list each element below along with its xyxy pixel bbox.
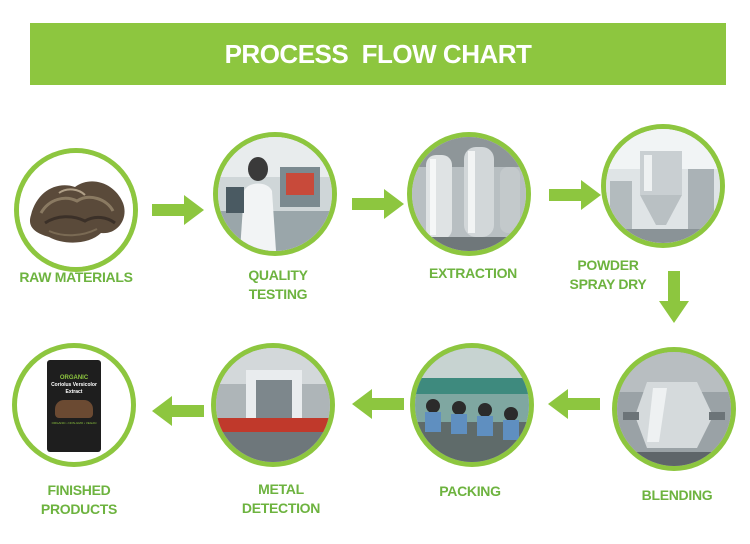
arrow-left-icon — [352, 389, 404, 419]
package-name-line-1: Coriolus Versicolor — [51, 382, 97, 388]
label-powder-spray-dry: POWDER SPRAY DRY — [569, 257, 647, 292]
step-extraction — [407, 132, 531, 256]
product-package: ORGANIC Coriolus Versicolor Extract ORGA… — [47, 360, 101, 452]
label-raw-materials: RAW MATERIALS — [19, 269, 133, 285]
package-mushroom-icon — [55, 400, 93, 418]
step-packing — [410, 343, 534, 467]
metal-detection-image — [216, 348, 330, 462]
extraction-image — [412, 137, 526, 251]
blending-image — [617, 352, 731, 466]
package-brand-line: ORGANIC — [59, 375, 89, 381]
label-blending: BLENDING — [641, 487, 713, 503]
label-quality-testing: QUALITY TESTING — [248, 267, 308, 302]
arrow-right-icon — [352, 189, 404, 219]
label-packing: PACKING — [439, 483, 501, 499]
step-metal-detection — [211, 343, 335, 467]
step-blending — [612, 347, 736, 471]
raw-materials-image — [19, 153, 133, 267]
arrow-right-icon — [549, 180, 601, 210]
label-extraction: EXTRACTION — [428, 265, 517, 281]
finished-products-image: ORGANIC Coriolus Versicolor Extract ORGA… — [17, 348, 131, 462]
package-name-line-2: Extract — [65, 389, 83, 395]
step-powder-spray-dry — [601, 124, 725, 248]
step-quality-testing — [213, 132, 337, 256]
label-finished-products: FINISHED PRODUCTS — [40, 482, 118, 517]
step-finished-products: ORGANIC Coriolus Versicolor Extract ORGA… — [12, 343, 136, 467]
step-raw-materials — [14, 148, 138, 272]
label-metal-detection: METAL DETECTION — [241, 481, 321, 516]
package-tagline: ORGANIC • NON-GMO • VEGAN — [51, 421, 97, 425]
arrow-down-icon — [659, 271, 689, 323]
quality-testing-image — [218, 137, 332, 251]
arrow-right-icon — [152, 195, 204, 225]
title-banner: PROCESS FLOW CHART — [30, 23, 726, 85]
arrow-left-icon — [548, 389, 600, 419]
page-title: PROCESS FLOW CHART — [224, 38, 532, 69]
arrow-left-icon — [152, 396, 204, 426]
packing-image — [415, 348, 529, 462]
powder-spray-dry-image — [606, 129, 720, 243]
